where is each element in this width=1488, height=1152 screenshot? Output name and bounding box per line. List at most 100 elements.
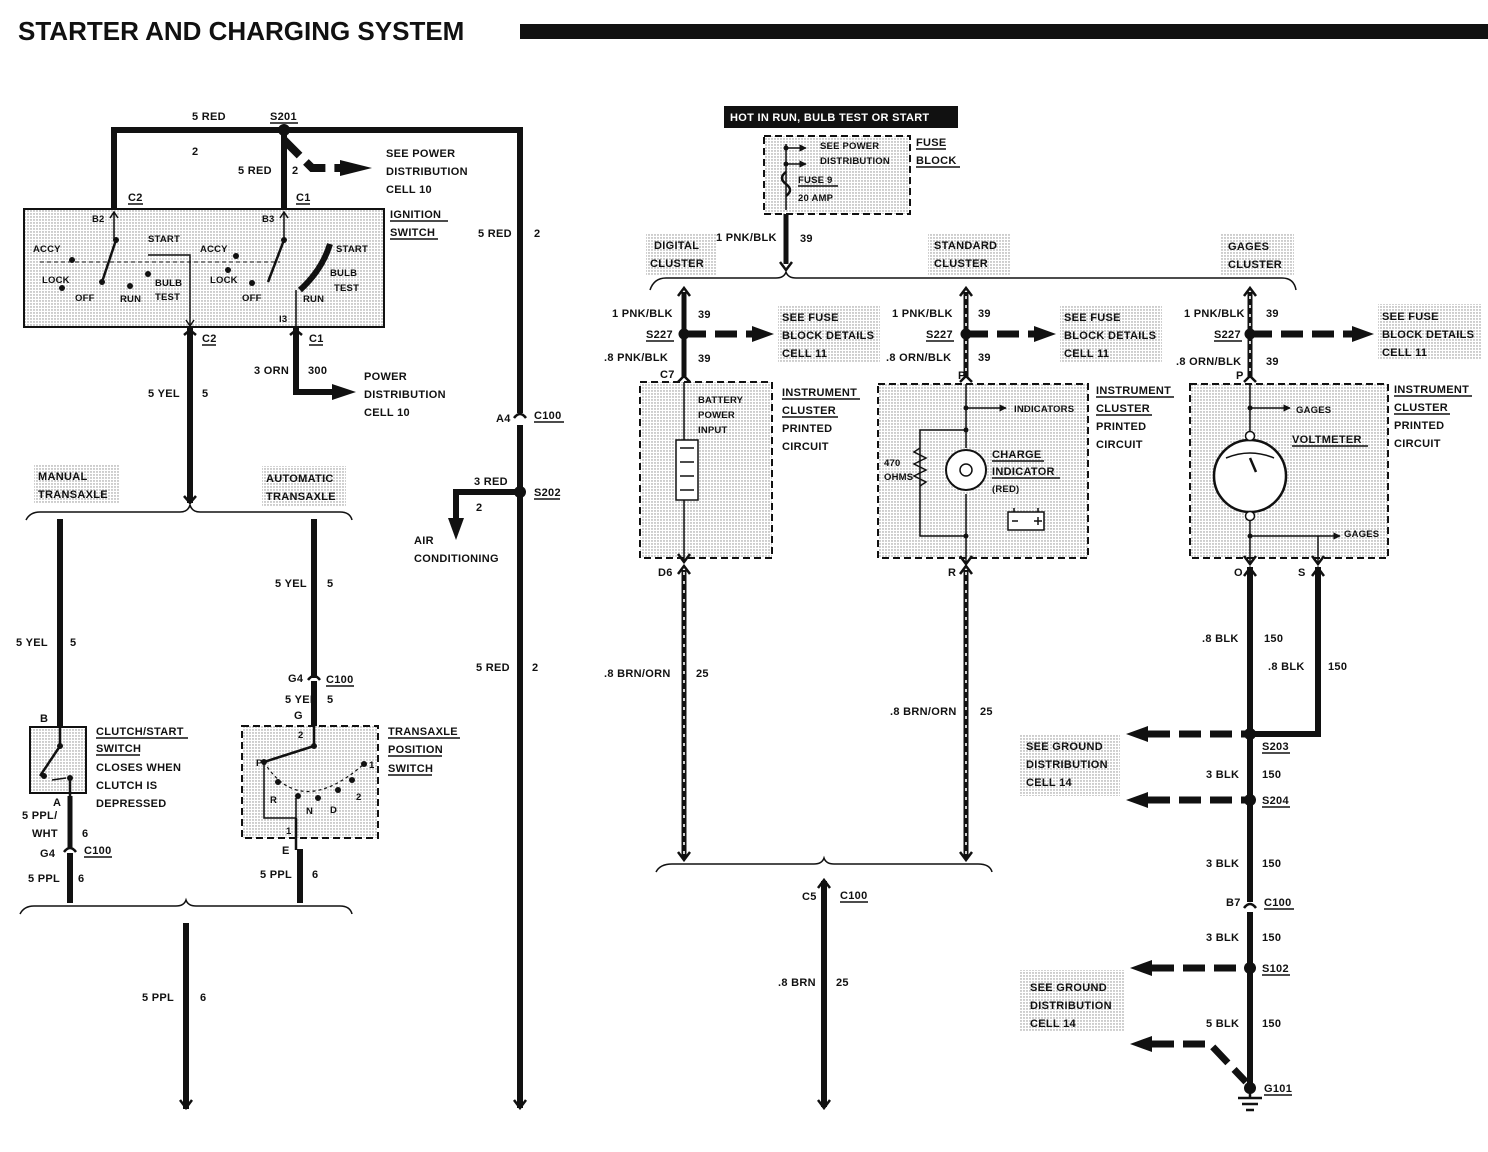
hot-label-bg [724,106,958,128]
splice-label: S102 [1262,963,1289,975]
wire-label: .8 BLK [1202,633,1239,645]
reference-label: BLOCK DETAILS [1064,330,1156,342]
circuit-label: 150 [1264,633,1283,645]
wire-label: 5 RED [238,165,272,177]
switch-position-label: RUN [303,294,324,305]
pin-label: A4 [496,413,511,425]
wire-end [179,1099,193,1111]
pin-label: G4 [288,673,304,685]
wire-label: 5 PPL/ [22,810,57,822]
wire-label: 3 BLK [1206,858,1239,870]
wire-label: 5 RED [478,228,512,240]
option-label: AUTOMATIC [266,473,334,485]
switch-position-label: START [148,234,180,245]
circuit-label: 2 [292,165,298,177]
standard-cluster-internals [912,384,1045,567]
connector-label: C100 [84,845,112,857]
reference-label: POWER [364,371,407,383]
wire-label: 5 BLK [1206,1018,1239,1030]
ground-ref-bg-2 [1020,970,1124,1032]
reference-label: CELL 11 [1382,347,1427,359]
switch-position-label: ACCY [200,244,228,255]
option-label: MANUAL [38,471,87,483]
connector-label: C100 [534,410,562,422]
component-label: (RED) [992,484,1019,495]
connector-gap [1242,902,1258,912]
connector-c100-man [63,846,77,853]
wire-label: .8 BRN/ORN [604,668,671,680]
switch-position-label: START [336,244,368,255]
component-label: INDICATOR [992,466,1055,478]
fuse-block-internals [780,144,807,210]
ac-wire [453,489,523,525]
switch-position-label: TEST [155,292,180,303]
circuit-label: 2 [192,146,198,158]
component-label: CLUSTER [782,405,836,417]
component-label: 470 [884,458,900,469]
title-rule [520,24,1488,39]
pin-label: R [948,567,956,579]
circuit-label: 2 [534,228,540,240]
clutch-start-switch-box [29,726,87,794]
wire-label: 3 RED [474,476,508,488]
digital-cluster-column [677,285,774,383]
option-label: TRANSAXLE [38,489,108,501]
circuit-label: 39 [698,353,711,365]
option-label: TRANSAXLE [266,491,336,503]
component-label: GAGES [1296,405,1331,416]
gages-see-fuse-bg [1378,304,1482,360]
page-title: STARTER AND CHARGING SYSTEM [18,16,464,46]
switch-position-label: D [330,805,337,816]
switch-position-label: LOCK [42,275,70,286]
auto-label-bg [262,466,346,506]
option-label: STANDARD [934,240,997,252]
wire-label: 5 YEL [285,694,317,706]
circuit-label: 39 [978,308,991,320]
power-dist-lead [281,137,345,172]
connector-c100-b7 [1243,902,1257,909]
option-bracket [25,502,353,521]
reference-label: CELL 10 [364,407,410,419]
ignition-contacts [40,237,333,328]
wire-label: .8 ORN/BLK [886,352,951,364]
wire-label: WHT [32,828,58,840]
transaxle-position-switch-box [241,725,379,839]
reference-label: DISTRIBUTION [386,166,468,178]
ground-arrow [1130,1036,1152,1052]
reference-label: SEE FUSE [782,312,839,324]
circuit-label: 150 [1262,1018,1281,1030]
wire-label: 1 PNK/BLK [612,308,673,320]
component-label: TRANSAXLE [388,726,458,738]
component-label: INSTRUMENT [1096,385,1171,397]
circuit-label: 2 [532,662,538,674]
circuit-label: 2 [476,502,482,514]
circuit-label: 25 [836,977,849,989]
ground-ref-bg [1020,734,1120,796]
component-label: SWITCH [390,227,435,239]
option-label: CLUSTER [934,258,988,270]
cluster-bracket-bottom [655,855,993,873]
wire-ends [1243,565,1325,577]
splice-label-s202: S202 [534,487,561,499]
reference-label: DISTRIBUTION [364,389,446,401]
wire-label: 5 PPL [142,992,174,1004]
switch-position-label: OFF [242,293,262,304]
connector-label-c1: C1 [296,192,311,204]
switch-position-label: P [256,758,263,769]
circuit-label: 5 [327,578,333,590]
component-label: CLUTCH IS [96,780,157,792]
ground-arrow [1130,960,1152,976]
blk-gage-wire [1247,567,1321,737]
reference-label: DISTRIBUTION [1026,759,1108,771]
circuit-label: 6 [78,873,84,885]
pin-label: D6 [658,567,673,579]
wire-label: 3 BLK [1206,932,1239,944]
reference-label: BLOCK DETAILS [782,330,874,342]
ground-dist-lead-2 [1152,1040,1249,1085]
option-label: GAGES [1228,241,1269,253]
clutch-switch-contacts [38,727,73,796]
connector-label: C100 [1264,897,1292,909]
component-label: INDICATORS [1014,404,1074,415]
circuit-label: 39 [1266,308,1279,320]
standard-cluster-column [959,285,1056,383]
